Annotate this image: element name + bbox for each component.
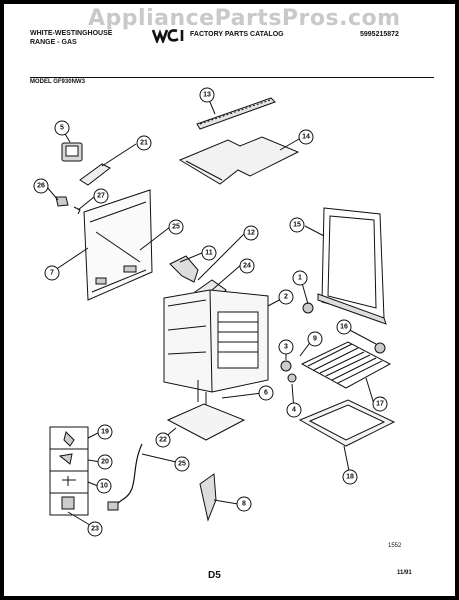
svg-text:6: 6 (264, 390, 268, 397)
svg-text:26: 26 (37, 183, 45, 190)
callout-10: 10 (96, 478, 112, 494)
callout-24: 24 (239, 258, 255, 274)
svg-text:22: 22 (159, 437, 167, 444)
part-25-plug (107, 501, 119, 511)
part-4-nut (287, 373, 297, 383)
brand-name: WHITE-WESTINGHOUSE (30, 30, 113, 37)
part-2-oven-body (163, 289, 269, 408)
callout-20: 20 (97, 454, 113, 470)
svg-text:3: 3 (284, 344, 288, 351)
callout-22: 22 (155, 432, 171, 448)
callout-25-panel: 25 (168, 219, 184, 235)
svg-text:4: 4 (292, 407, 296, 414)
part-22-bottom-panel (166, 403, 246, 441)
catalog-number: 5995215872 (360, 31, 399, 38)
svg-text:7: 7 (50, 270, 54, 277)
drawing-code: 1552 (388, 543, 402, 549)
callout-7: 7 (44, 265, 60, 281)
svg-text:2: 2 (284, 294, 288, 301)
part-15-door-frame (317, 207, 387, 325)
callout-markers: 13 14 5 21 26 27 25 7 12 11 24 15 1 2 16… (33, 87, 388, 537)
part-21-bezel (79, 163, 111, 186)
part-16 (374, 342, 386, 354)
part-26 (55, 196, 69, 207)
callout-11: 11 (201, 245, 217, 261)
callout-14: 14 (298, 129, 314, 145)
part-27 (73, 206, 81, 215)
callout-16: 16 (336, 319, 352, 335)
svg-text:9: 9 (313, 336, 317, 343)
svg-text:16: 16 (340, 324, 348, 331)
part-8-clip (199, 473, 217, 522)
watermark: AppliancePartsPros.com (88, 6, 401, 31)
callout-2: 2 (278, 289, 294, 305)
part-25-control-panel (83, 189, 153, 301)
part-3 (280, 360, 292, 372)
model-number: MODEL GF930NW3 (30, 79, 85, 85)
part-1 (302, 302, 314, 314)
svg-text:24: 24 (243, 263, 251, 270)
svg-text:12: 12 (247, 230, 255, 237)
product-type: RANGE - GAS (30, 39, 77, 46)
svg-text:15: 15 (293, 222, 301, 229)
svg-text:19: 19 (101, 429, 109, 436)
callout-4: 4 (286, 402, 302, 418)
svg-text:13: 13 (203, 92, 211, 99)
catalog-title: FACTORY PARTS CATALOG (190, 31, 284, 38)
callout-23: 23 (87, 521, 103, 537)
part-17-oven-rack (300, 341, 392, 389)
part-14-top-panel (178, 136, 300, 185)
callout-17: 17 (372, 396, 388, 412)
callout-8: 8 (236, 496, 252, 512)
callout-27: 27 (93, 188, 109, 204)
svg-text:8: 8 (242, 501, 246, 508)
svg-text:5: 5 (60, 125, 64, 132)
callout-5: 5 (54, 120, 70, 136)
callout-19: 19 (97, 424, 113, 440)
callout-18: 18 (342, 469, 358, 485)
part-13-rail (196, 97, 276, 130)
callout-6: 6 (258, 385, 274, 401)
svg-text:25: 25 (178, 461, 186, 468)
callout-13: 13 (199, 87, 215, 103)
svg-text:1: 1 (298, 275, 302, 282)
callout-26: 26 (33, 178, 49, 194)
callout-3: 3 (278, 339, 294, 355)
part-11 (169, 255, 199, 283)
svg-text:18: 18 (346, 474, 354, 481)
part-18-broiler-pan (298, 399, 396, 447)
callout-9: 9 (307, 331, 323, 347)
callout-1: 1 (292, 270, 308, 286)
callout-25-cord: 25 (174, 456, 190, 472)
svg-text:27: 27 (97, 193, 105, 200)
page-number: D5 (208, 570, 221, 581)
model-divider (30, 77, 434, 78)
svg-text:25: 25 (172, 224, 180, 231)
part-5-knob (61, 142, 83, 162)
callout-15: 15 (289, 217, 305, 233)
revision-date: 11/91 (397, 570, 412, 576)
svg-text:14: 14 (302, 134, 310, 141)
svg-text:10: 10 (100, 483, 108, 490)
svg-text:20: 20 (101, 459, 109, 466)
callout-21: 21 (136, 135, 152, 151)
parts-kit-boxes (49, 426, 89, 516)
callout-12: 12 (243, 225, 259, 241)
wci-logo (152, 29, 184, 43)
svg-text:11: 11 (205, 250, 213, 257)
part-25-power-cord (113, 443, 143, 507)
svg-text:23: 23 (91, 526, 99, 533)
svg-text:21: 21 (140, 140, 148, 147)
svg-text:17: 17 (376, 401, 384, 408)
